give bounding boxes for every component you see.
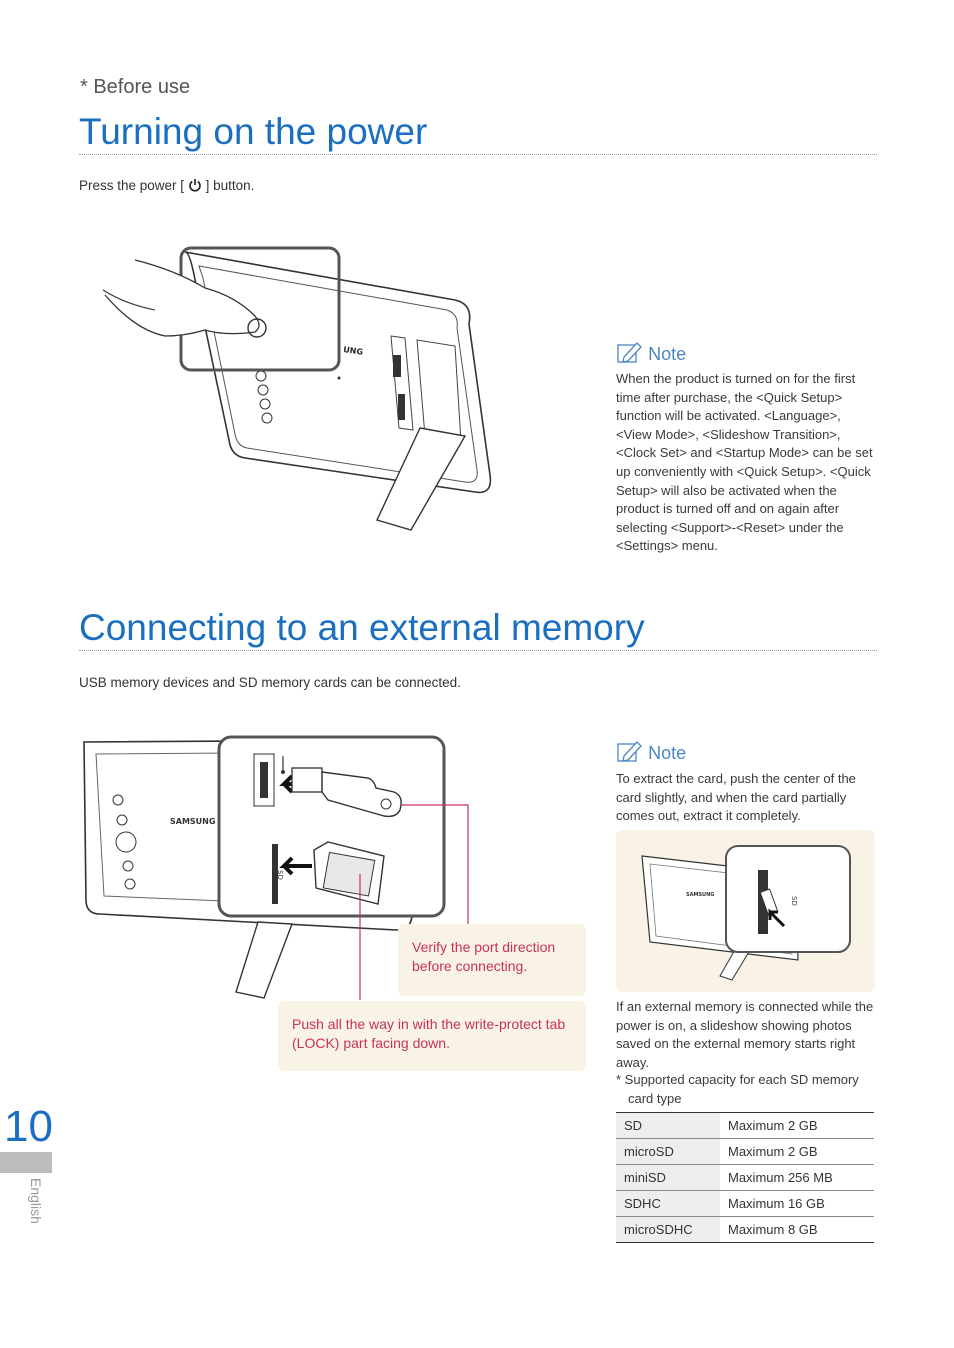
power-illustration: UNG	[102, 246, 492, 531]
power-note-text: When the product is turned on for the fi…	[616, 371, 873, 554]
callout-lines	[359, 804, 469, 1000]
memory-note-text: To extract the card, push the center of …	[616, 771, 856, 824]
callout-port-direction: Verify the port direction before connect…	[398, 924, 586, 996]
capacity-caption: * Supported capacity for each SD memory …	[616, 1072, 859, 1106]
callout-write-protect: Push all the way in with the write-prote…	[278, 1001, 586, 1071]
table-cell-type: microSD	[616, 1138, 720, 1165]
title-divider	[79, 154, 877, 155]
table-cell-type: miniSD	[616, 1164, 720, 1191]
memory-note: Note	[617, 739, 686, 764]
table-cell-capacity: Maximum 2 GB	[720, 1112, 874, 1139]
power-instruction-after: ] button.	[201, 178, 255, 193]
brand-logo: SAMSUNG	[170, 817, 215, 826]
power-note: Note	[617, 340, 686, 365]
table-cell-type: SDHC	[616, 1190, 720, 1217]
table-cell-capacity: Maximum 16 GB	[720, 1190, 874, 1217]
power-instruction: Press the power [ ] button.	[79, 178, 254, 193]
memory-note-title: Note	[648, 743, 687, 763]
note-pencil-icon	[617, 741, 642, 762]
extract-illustration: SAMSUNG SD	[641, 845, 851, 981]
power-instruction-before: Press the power [	[79, 178, 188, 193]
memory-after-text: If an external memory is connected while…	[616, 999, 874, 1070]
memory-intro: USB memory devices and SD memory cards c…	[79, 675, 461, 690]
table-cell-capacity: Maximum 256 MB	[720, 1164, 874, 1191]
title-divider	[79, 650, 877, 651]
power-section-title: Turning on the power	[79, 111, 428, 152]
sd-card-icon: SD	[276, 841, 385, 905]
table-cell-type: SD	[616, 1112, 720, 1139]
extract-illustration-box: SAMSUNG SD	[616, 830, 875, 992]
memory-section-title: Connecting to an external memory	[79, 607, 645, 648]
sd-slot-label: SD	[790, 896, 798, 906]
power-note-title: Note	[648, 344, 687, 364]
table-cell-capacity: Maximum 2 GB	[720, 1138, 874, 1165]
brand-logo: UNG	[343, 345, 364, 357]
section-tag: * Before use	[80, 76, 191, 98]
page-number: 10	[4, 1102, 53, 1151]
brand-logo: SAMSUNG	[686, 892, 714, 898]
power-icon	[189, 179, 201, 192]
table-cell-capacity: Maximum 8 GB	[720, 1216, 874, 1243]
page-tab-bar	[0, 1152, 52, 1173]
arrow-icon	[768, 908, 786, 928]
table-cell-type: microSDHC	[616, 1216, 720, 1243]
language-label: English	[28, 1178, 44, 1224]
sd-slot-label: SD	[276, 870, 284, 880]
note-pencil-icon	[617, 342, 642, 363]
usb-stick	[291, 767, 402, 818]
memory-illustration: SAMSUNG SD	[83, 735, 446, 999]
usb-icon	[281, 756, 285, 774]
arrow-icon	[279, 856, 312, 876]
